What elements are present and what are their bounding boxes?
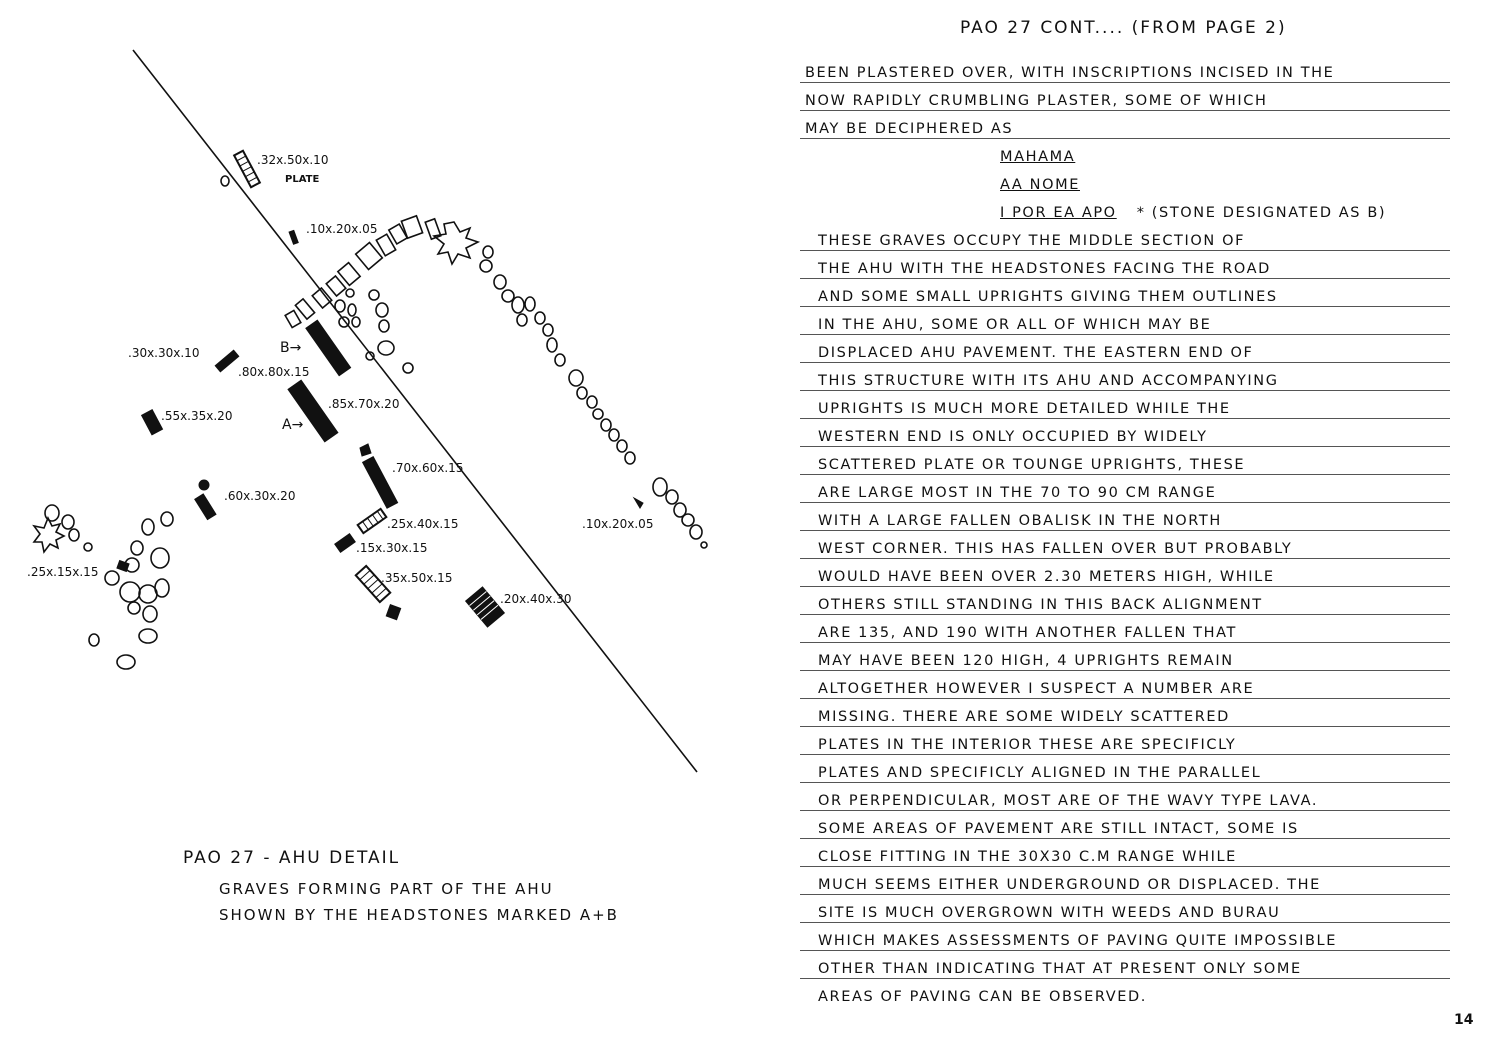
label-80x80x15: .80x.80x.15 <box>238 365 309 379</box>
page-number: 14 <box>1454 1012 1474 1028</box>
inscription-note: * (STONE DESIGNATED AS B) <box>1136 205 1387 221</box>
caption-line-2: SHOWN BY THE HEADSTONES MARKED A+B <box>219 906 619 924</box>
stone-l5 <box>140 409 164 436</box>
note-line: AREAS OF PAVING CAN BE OBSERVED. <box>818 989 1147 1005</box>
starburst-markers <box>32 221 481 554</box>
note-line: MISSING. THERE ARE SOME WIDELY SCATTERED <box>800 699 1450 727</box>
note-line-2: NOW RAPIDLY CRUMBLING PLASTER, SOME OF W… <box>800 83 1450 111</box>
stone-small-1 <box>288 229 299 245</box>
stone-60x30-top <box>198 479 210 491</box>
note-line: WOULD HAVE BEEN OVER 2.30 METERS HIGH, W… <box>800 559 1450 587</box>
note-line: OTHERS STILL STANDING IN THIS BACK ALIGN… <box>800 587 1450 615</box>
paving-outlines <box>44 175 708 670</box>
label-60x30x20: .60x.30x.20 <box>224 489 295 503</box>
note-line: PLATES AND SPECIFICLY ALIGNED IN THE PAR… <box>800 755 1450 783</box>
label-30x30x10: .30x.30x.10 <box>128 346 199 360</box>
note-line: PLATES IN THE INTERIOR THESE ARE SPECIFI… <box>800 727 1450 755</box>
ahu-detail-diagram: .32x.50x.10 PLATE .10x.20x.05 .30x.30x.1… <box>27 49 708 773</box>
road-line <box>132 49 698 773</box>
note-line: SITE IS MUCH OVERGROWN WITH WEEDS AND BU… <box>800 895 1450 923</box>
note-line: MUCH SEEMS EITHER UNDERGROUND OR DISPLAC… <box>800 867 1450 895</box>
stone-15x30 <box>334 533 356 553</box>
stone-70x60 <box>361 456 399 509</box>
stone-20x40 <box>464 586 506 628</box>
note-line: WEST CORNER. THIS HAS FALLEN OVER BUT PR… <box>800 531 1450 559</box>
stone-60x30 <box>194 493 217 521</box>
diagram-caption: PAO 27 - AHU DETAIL GRAVES FORMING PART … <box>183 848 619 924</box>
note-line: IN THE AHU, SOME OR ALL OF WHICH MAY BE <box>800 307 1450 335</box>
stone-25x40 <box>356 507 388 535</box>
note-line: UPRIGHTS IS MUCH MORE DETAILED WHILE THE <box>800 391 1450 419</box>
note-line: SOME AREAS OF PAVEMENT ARE STILL INTACT,… <box>800 811 1450 839</box>
note-line: ARE 135, AND 190 WITH ANOTHER FALLEN THA… <box>800 615 1450 643</box>
notes-page-header: PAO 27 CONT.... (FROM PAGE 2) <box>960 18 1287 38</box>
note-line: DISPLACED AHU PAVEMENT. THE EASTERN END … <box>800 335 1450 363</box>
note-line: SCATTERED PLATE OR TOUNGE UPRIGHTS, THES… <box>800 447 1450 475</box>
note-line: CLOSE FITTING IN THE 30X30 C.M RANGE WHI… <box>800 839 1450 867</box>
note-line: MAY HAVE BEEN 120 HIGH, 4 UPRIGHTS REMAI… <box>800 643 1450 671</box>
note-line: AND SOME SMALL UPRIGHTS GIVING THEM OUTL… <box>800 279 1450 307</box>
note-line: THESE GRAVES OCCUPY THE MIDDLE SECTION O… <box>800 223 1450 251</box>
note-line: WESTERN END IS ONLY OCCUPIED BY WIDELY <box>800 419 1450 447</box>
stone-c <box>214 349 240 373</box>
label-plate: PLATE <box>285 174 319 185</box>
label-25x40x15: .25x.40x.15 <box>387 517 458 531</box>
stone-small-3 <box>632 496 644 509</box>
upright-stones <box>116 149 644 628</box>
label-25x15x15: .25x.15x.15 <box>27 565 98 579</box>
note-line: WITH A LARGE FALLEN OBALISK IN THE NORTH <box>800 503 1450 531</box>
note-line: OTHER THAN INDICATING THAT AT PRESENT ON… <box>800 951 1450 979</box>
label-85x70x20: .85x.70x.20 <box>328 397 399 411</box>
note-line: ARE LARGE MOST IN THE 70 TO 90 CM RANGE <box>800 475 1450 503</box>
note-line-1: BEEN PLASTERED OVER, WITH INSCRIPTIONS I… <box>800 55 1450 83</box>
inscription-line-2: AA NOME <box>1000 177 1080 193</box>
stone-70x60-top <box>359 443 372 457</box>
caption-line-1: GRAVES FORMING PART OF THE AHU <box>219 880 554 898</box>
note-line: WHICH MAKES ASSESSMENTS OF PAVING QUITE … <box>800 923 1450 951</box>
label-10x20x05-b: .10x.20x.05 <box>582 517 653 531</box>
notes-ruled-page: BEEN PLASTERED OVER, WITH INSCRIPTIONS I… <box>800 55 1450 1007</box>
inscription-line-3: I POR EA APO <box>1000 205 1117 221</box>
marker-b: B→ <box>280 340 302 356</box>
inscription-line-3-row: I POR EA APO * (STONE DESIGNATED AS B) <box>800 195 1450 223</box>
label-10x20x05-a: .10x.20x.05 <box>306 222 377 236</box>
headstone-a <box>287 379 339 443</box>
note-line-3: MAY BE DECIPHERED AS <box>800 111 1450 139</box>
label-55x35x20: .55x.35x.20 <box>161 409 232 423</box>
starburst-east <box>432 221 481 266</box>
label-32x50x10: .32x.50x.10 <box>257 153 328 167</box>
note-line: OR PERPENDICULAR, MOST ARE OF THE WAVY T… <box>800 783 1450 811</box>
label-20x40x30: .20x.40x.30 <box>500 592 571 606</box>
note-line: THIS STRUCTURE WITH ITS AHU AND ACCOMPAN… <box>800 363 1450 391</box>
inscription-line-1: MAHAMA <box>1000 149 1076 165</box>
caption-title: PAO 27 - AHU DETAIL <box>183 848 401 868</box>
label-35x50x15: .35x.50x.15 <box>381 571 452 585</box>
label-15x30x15: .15x.30x.15 <box>356 541 427 555</box>
note-line: THE AHU WITH THE HEADSTONES FACING THE R… <box>800 251 1450 279</box>
note-line: ALTOGETHER HOWEVER I SUSPECT A NUMBER AR… <box>800 671 1450 699</box>
label-70x60x15: .70x.60x.15 <box>392 461 463 475</box>
stone-small-2 <box>385 604 402 621</box>
starburst-west <box>32 516 66 554</box>
marker-a: A→ <box>282 417 304 433</box>
headstone-b <box>305 319 352 377</box>
